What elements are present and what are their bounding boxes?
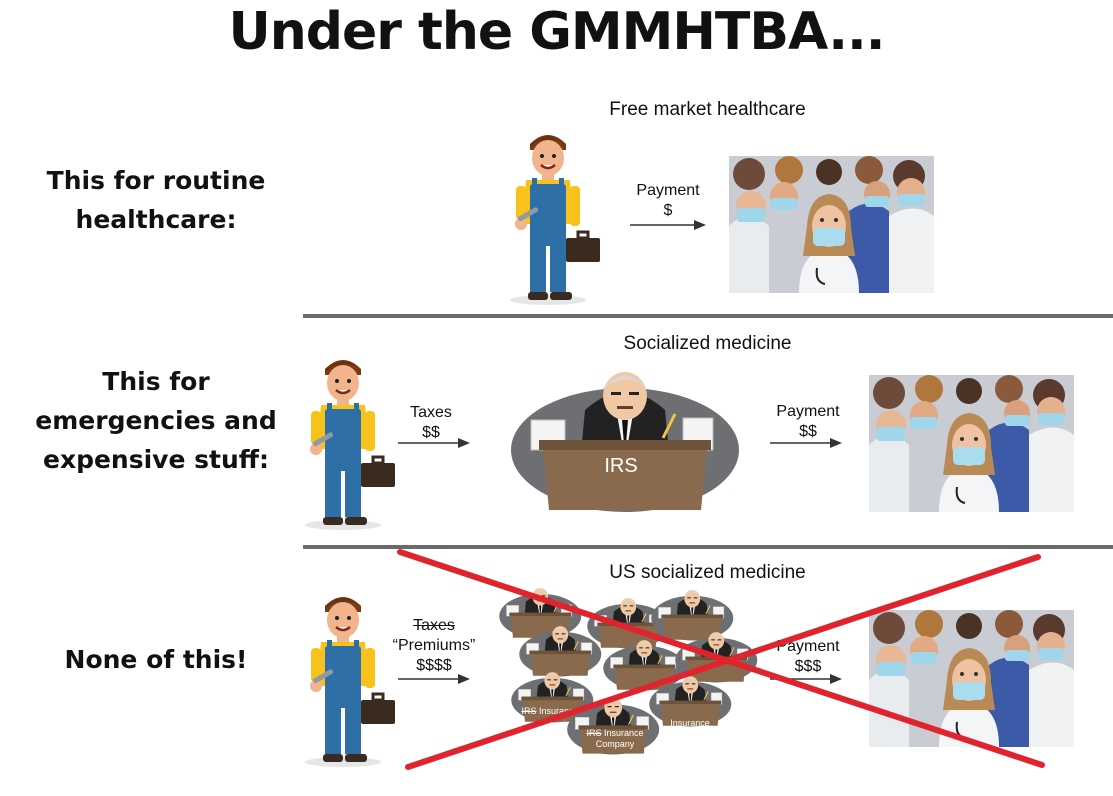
stack-label: IRS Insurance: [520, 706, 580, 717]
taxes-amount: $$: [422, 424, 440, 441]
payment-amount: $$: [799, 423, 817, 440]
page-title: Under the GMMHTBA...: [228, 2, 886, 62]
payment-text: Payment: [636, 182, 700, 199]
row-label-routine: This for routine healthcare:: [20, 161, 292, 239]
stack-label: Insurance Company: [660, 718, 720, 740]
irs-label: IRS: [604, 455, 638, 477]
stack-label-company: Company: [670, 729, 710, 739]
payment-text: Payment: [776, 403, 840, 420]
payment-text: Payment: [776, 638, 840, 655]
taxes-label: Taxes $$: [393, 403, 469, 443]
divider: [303, 314, 1113, 318]
stack-label: IRS Insurance Company: [580, 728, 650, 750]
stack-label-irs: IRS: [586, 728, 602, 738]
stack-label-company: Company: [595, 739, 635, 749]
payment-amount: $$$: [794, 658, 822, 675]
stack-label-insurance: Insurance: [539, 706, 579, 716]
row-label-line: healthcare:: [75, 205, 237, 234]
taxes-premiums-label: Taxes “Premiums” $$$$: [384, 616, 484, 676]
row-heading-us-socialized: US socialized medicine: [609, 562, 806, 583]
row-label-line: This for: [102, 367, 210, 396]
row-label-none: None of this!: [20, 640, 292, 679]
row-heading-free-market: Free market healthcare: [609, 99, 806, 120]
row-label-line: None of this!: [64, 645, 248, 674]
payment-label: Payment $$$: [762, 637, 854, 677]
payment-label: Payment $$: [762, 402, 854, 442]
arrow-right-icon: [770, 438, 842, 448]
row-heading-socialized: Socialized medicine: [623, 333, 792, 354]
taxes-text-struck: Taxes: [413, 617, 455, 634]
stack-label-irs: IRS: [521, 706, 537, 716]
divider: [303, 545, 1113, 549]
stack-label-insurance: Insurance: [604, 728, 644, 738]
amount-text: $$$$: [416, 657, 452, 674]
row-label-line: emergencies and: [35, 406, 277, 435]
stack-label-insurance: Insurance: [670, 718, 710, 728]
row-label-emergencies: This for emergencies and expensive stuff…: [20, 362, 292, 479]
arrow-right-icon: [398, 674, 470, 684]
taxes-text: Taxes: [410, 404, 452, 421]
payment-label: Payment $: [620, 181, 716, 221]
row-label-line: expensive stuff:: [42, 445, 269, 474]
arrow-right-icon: [398, 438, 470, 448]
arrow-right-icon: [630, 220, 706, 230]
premiums-text: “Premiums”: [392, 637, 476, 654]
row-label-line: This for routine: [46, 166, 266, 195]
payment-amount: $: [663, 202, 673, 219]
